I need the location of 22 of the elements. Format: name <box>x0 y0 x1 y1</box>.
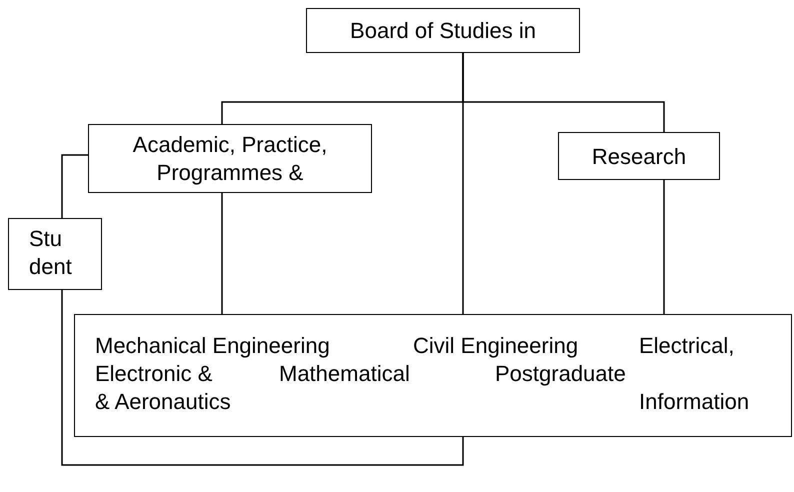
connector-line <box>61 154 88 218</box>
org-box <box>88 124 372 193</box>
department-name: Electronic & <box>95 361 212 387</box>
box-label: Stu dent <box>29 225 73 281</box>
department-name: Postgraduate <box>495 361 626 387</box>
box-label: Academic, Practice, Programmes & <box>132 130 328 186</box>
department-name: & Aeronautics <box>95 389 231 415</box>
department-name: Mechanical Engineering <box>95 333 330 359</box>
department-name: Information <box>639 389 750 415</box>
connector-line <box>462 53 464 314</box>
org-box <box>306 8 580 53</box>
box-label: Research <box>592 142 686 170</box>
connector-line <box>221 193 223 314</box>
connector-line <box>663 180 665 314</box>
org-box <box>8 218 102 290</box>
department-name: Civil Engineering <box>413 333 578 359</box>
department-name: Mathematical <box>279 361 410 387</box>
box-label: Board of Studies in <box>350 17 536 45</box>
department-box <box>74 314 792 437</box>
department-name: Electrical, <box>639 333 734 359</box>
connector-line <box>61 290 464 466</box>
org-box <box>558 132 720 180</box>
